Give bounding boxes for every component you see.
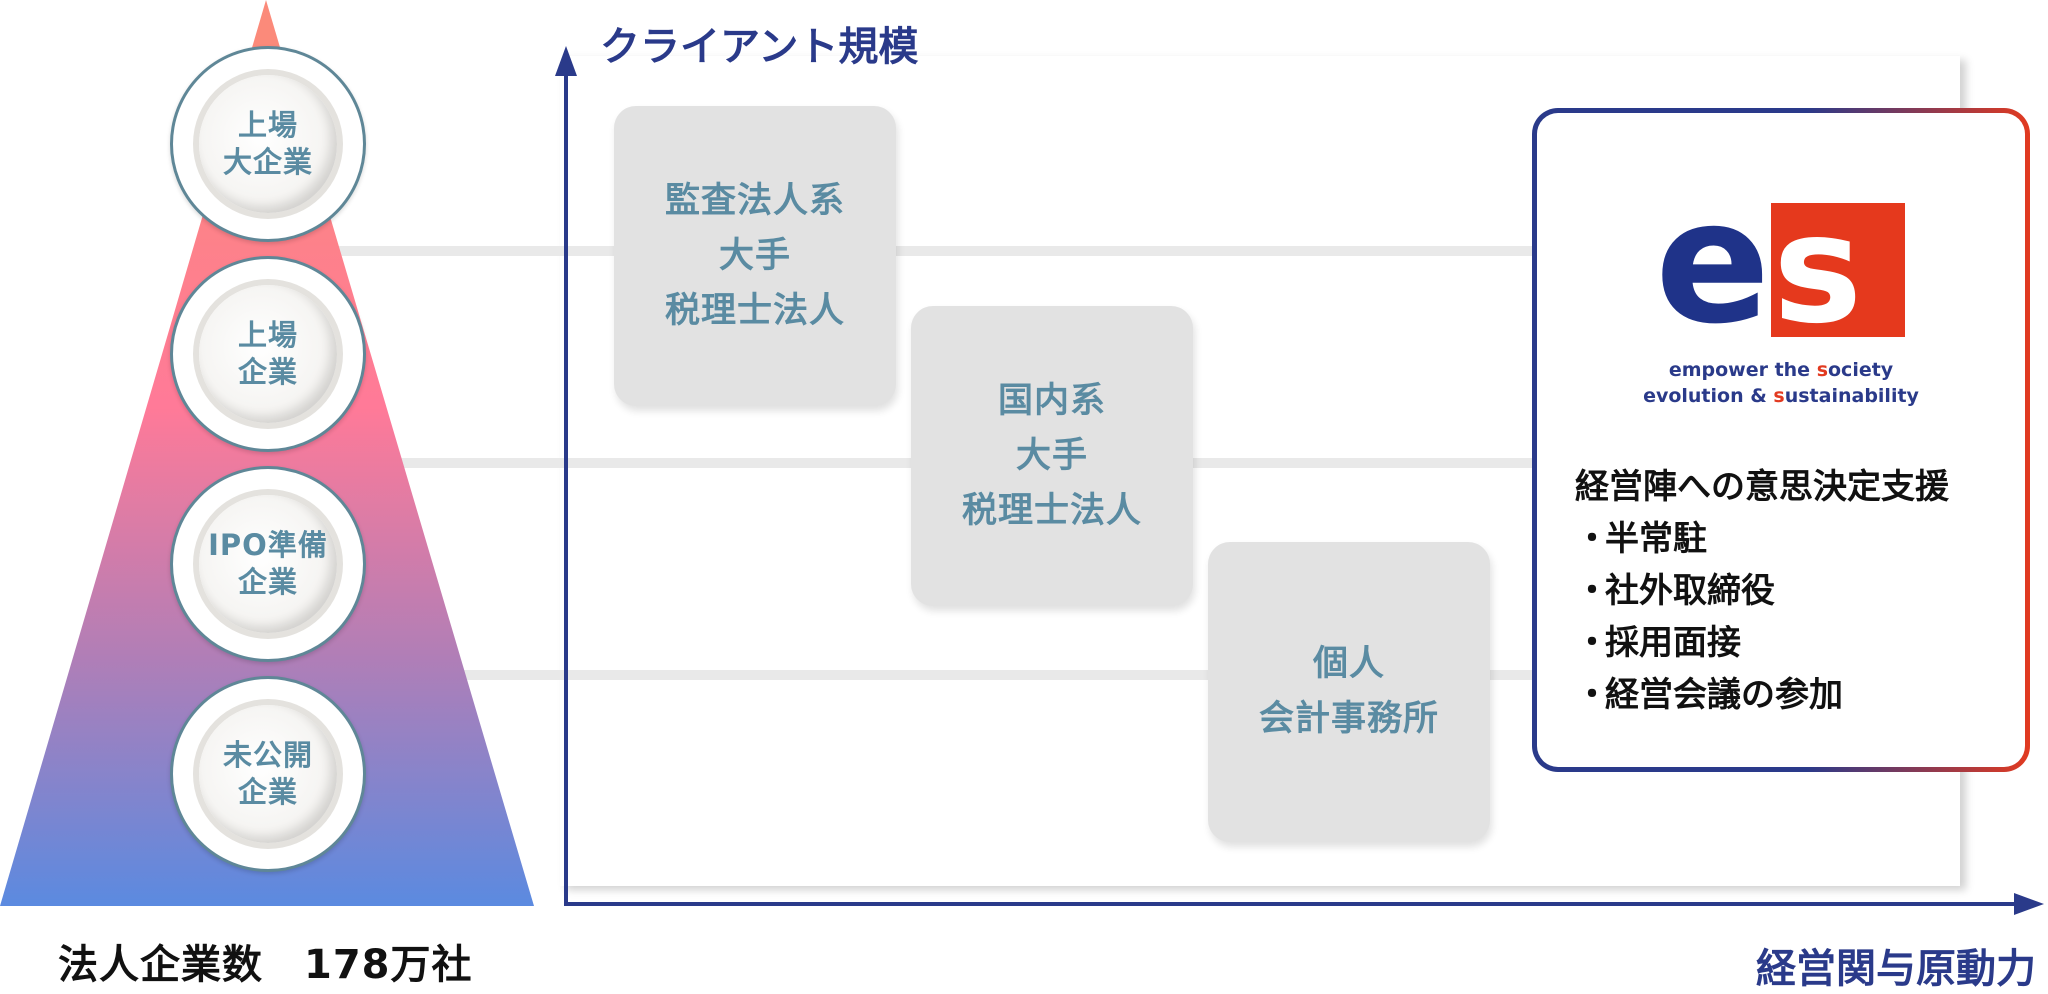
tier-label-line: IPO準備 bbox=[208, 528, 328, 562]
provider-domestic-tax-corp: 国内系 大手 税理士法人 bbox=[911, 306, 1193, 606]
tier-label-line: 未公開 bbox=[222, 738, 313, 772]
x-axis-arrowhead bbox=[2014, 893, 2044, 915]
provider-label-line: 会計事務所 bbox=[1258, 699, 1439, 739]
tagline-line-2: evolution & sustainability bbox=[1643, 385, 1919, 407]
tier-label-line: 上場 bbox=[237, 108, 298, 142]
tier-listed-large-enterprise: 上場 大企業 bbox=[170, 46, 366, 242]
y-axis-label: クライアント規模 bbox=[600, 24, 919, 70]
tier-private-enterprise: 未公開 企業 bbox=[170, 676, 366, 872]
tagline-line-1: empower the society bbox=[1668, 359, 1894, 381]
es-service-box: e s empower the society evolution & sust… bbox=[1532, 108, 2030, 772]
tier-label-line: 大企業 bbox=[222, 145, 313, 179]
tier-label-line: 企業 bbox=[237, 565, 298, 599]
provider-label-line: 監査法人系 bbox=[664, 180, 845, 221]
tier-label-line: 上場 bbox=[237, 318, 298, 352]
corporation-count: 法人企業数 178万社 bbox=[58, 942, 473, 988]
tier-label-line: 企業 bbox=[237, 775, 298, 809]
x-axis-label: 経営関与原動力 bbox=[1756, 946, 2036, 992]
es-tagline: empower the society evolution & sustaina… bbox=[1537, 357, 2025, 409]
es-service-title: 経営陣への意思決定支援 bbox=[1575, 467, 1949, 507]
bullet: ・ bbox=[1575, 623, 1609, 663]
tier-listed-enterprise: 上場 企業 bbox=[170, 256, 366, 452]
es-service-item: ・採用面接 bbox=[1575, 615, 1741, 664]
provider-audit-firm-tax-corp: 監査法人系 大手 税理士法人 bbox=[614, 106, 896, 406]
provider-label-line: 大手 bbox=[1015, 435, 1088, 476]
bullet: ・ bbox=[1575, 571, 1609, 611]
es-service-item: ・社外取締役 bbox=[1575, 563, 1775, 612]
pyramid-triangle bbox=[0, 0, 534, 906]
provider-individual-accounting-office: 個人 会計事務所 bbox=[1208, 542, 1490, 842]
tier-label-line: 企業 bbox=[237, 355, 298, 389]
provider-label-line: 個人 bbox=[1312, 644, 1385, 684]
es-logo-s: s bbox=[1773, 203, 1862, 339]
tier-ipo-preparing: IPO準備 企業 bbox=[170, 466, 366, 662]
guide-line-tier-1 bbox=[330, 246, 1540, 256]
provider-label-line: 大手 bbox=[718, 235, 791, 276]
bullet: ・ bbox=[1575, 519, 1609, 559]
es-logo: e s bbox=[1659, 203, 1905, 339]
y-axis-arrowhead bbox=[555, 46, 577, 76]
bullet: ・ bbox=[1575, 675, 1609, 715]
es-logo-e: e bbox=[1659, 203, 1770, 339]
provider-label-line: 税理士法人 bbox=[961, 490, 1142, 531]
provider-label-line: 税理士法人 bbox=[664, 290, 845, 331]
es-service-item: ・経営会議の参加 bbox=[1575, 667, 1843, 716]
es-service-item: ・半常駐 bbox=[1575, 511, 1707, 560]
provider-label-line: 国内系 bbox=[997, 380, 1106, 421]
guide-line-tier-3 bbox=[330, 670, 1540, 680]
